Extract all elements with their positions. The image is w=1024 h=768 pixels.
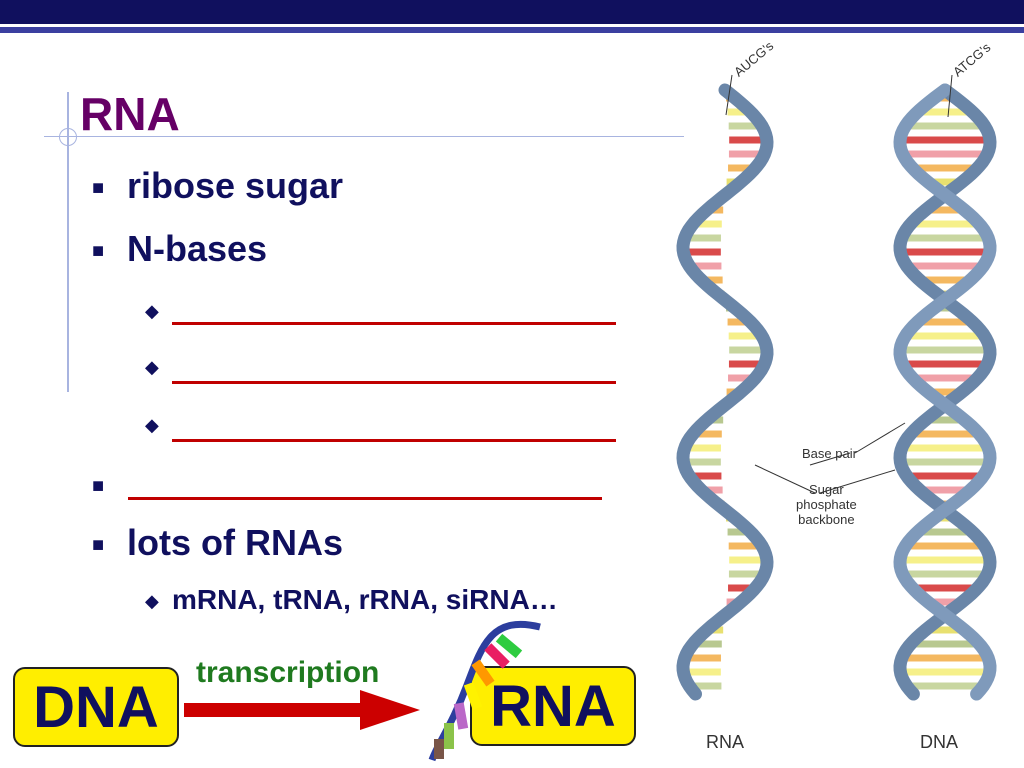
pointer-line — [819, 469, 896, 494]
fill-in-blank-line — [128, 497, 602, 500]
bullet-ribose-sugar: ribose sugar — [127, 165, 344, 206]
bullet-lots-of-rnas: lots of RNAs — [127, 522, 343, 563]
fill-in-blank-line — [172, 381, 616, 384]
base-pair-label: Base pair — [802, 446, 857, 461]
fill-in-blank-line — [172, 439, 616, 442]
bullet-square-icon: ■ — [92, 475, 105, 497]
pointer-line — [725, 74, 733, 116]
transcription-arrow-icon — [184, 690, 420, 730]
dna-backbone-1 — [893, 83, 997, 701]
fill-in-blank-line — [172, 322, 616, 325]
backbone-label-line: Sugar — [809, 482, 844, 497]
backbone-label-line: phosphate — [796, 497, 857, 512]
bullet-diamond-icon: ◆ — [145, 357, 159, 377]
decor-vertical-line — [67, 92, 69, 392]
top-accent-line — [0, 27, 1024, 33]
bullet-diamond-icon: ◆ — [145, 415, 159, 435]
dna-backbone-2 — [893, 83, 997, 701]
transcription-label: transcription — [196, 656, 380, 689]
bullet-n-bases: N-bases — [127, 228, 268, 269]
pointer-line — [947, 74, 953, 118]
helix-diagram — [676, 74, 997, 701]
decor-circle — [59, 128, 77, 146]
rna-backbone-1 — [676, 83, 774, 701]
bullet-square-icon: ■ — [92, 240, 105, 262]
rna-strand-label: RNA — [706, 732, 745, 752]
bullet-square-icon: ■ — [92, 177, 105, 199]
top-bar — [0, 0, 1024, 24]
backbone-label-line: backbone — [798, 512, 855, 527]
rna-strand-icon — [428, 620, 541, 762]
rna-box: RNA — [470, 666, 636, 746]
decor-horizontal-line — [44, 136, 684, 137]
bullet-diamond-icon: ◆ — [145, 591, 159, 611]
pointer-line — [754, 464, 816, 494]
dna-box-label: DNA — [33, 674, 159, 740]
rna-types-list: mRNA, tRNA, rRNA, siRNA… — [172, 584, 558, 615]
pointer-line — [809, 452, 851, 466]
dna-strand-label: DNA — [920, 732, 959, 752]
rna-box-label: RNA — [490, 673, 616, 739]
dna-box: DNA — [13, 667, 179, 747]
bullet-diamond-icon: ◆ — [145, 301, 159, 321]
slide-title: RNA — [80, 88, 180, 140]
backbone-label: Sugar phosphate backbone — [796, 482, 857, 527]
pointer-line — [854, 422, 906, 454]
bullet-square-icon: ■ — [92, 534, 105, 556]
